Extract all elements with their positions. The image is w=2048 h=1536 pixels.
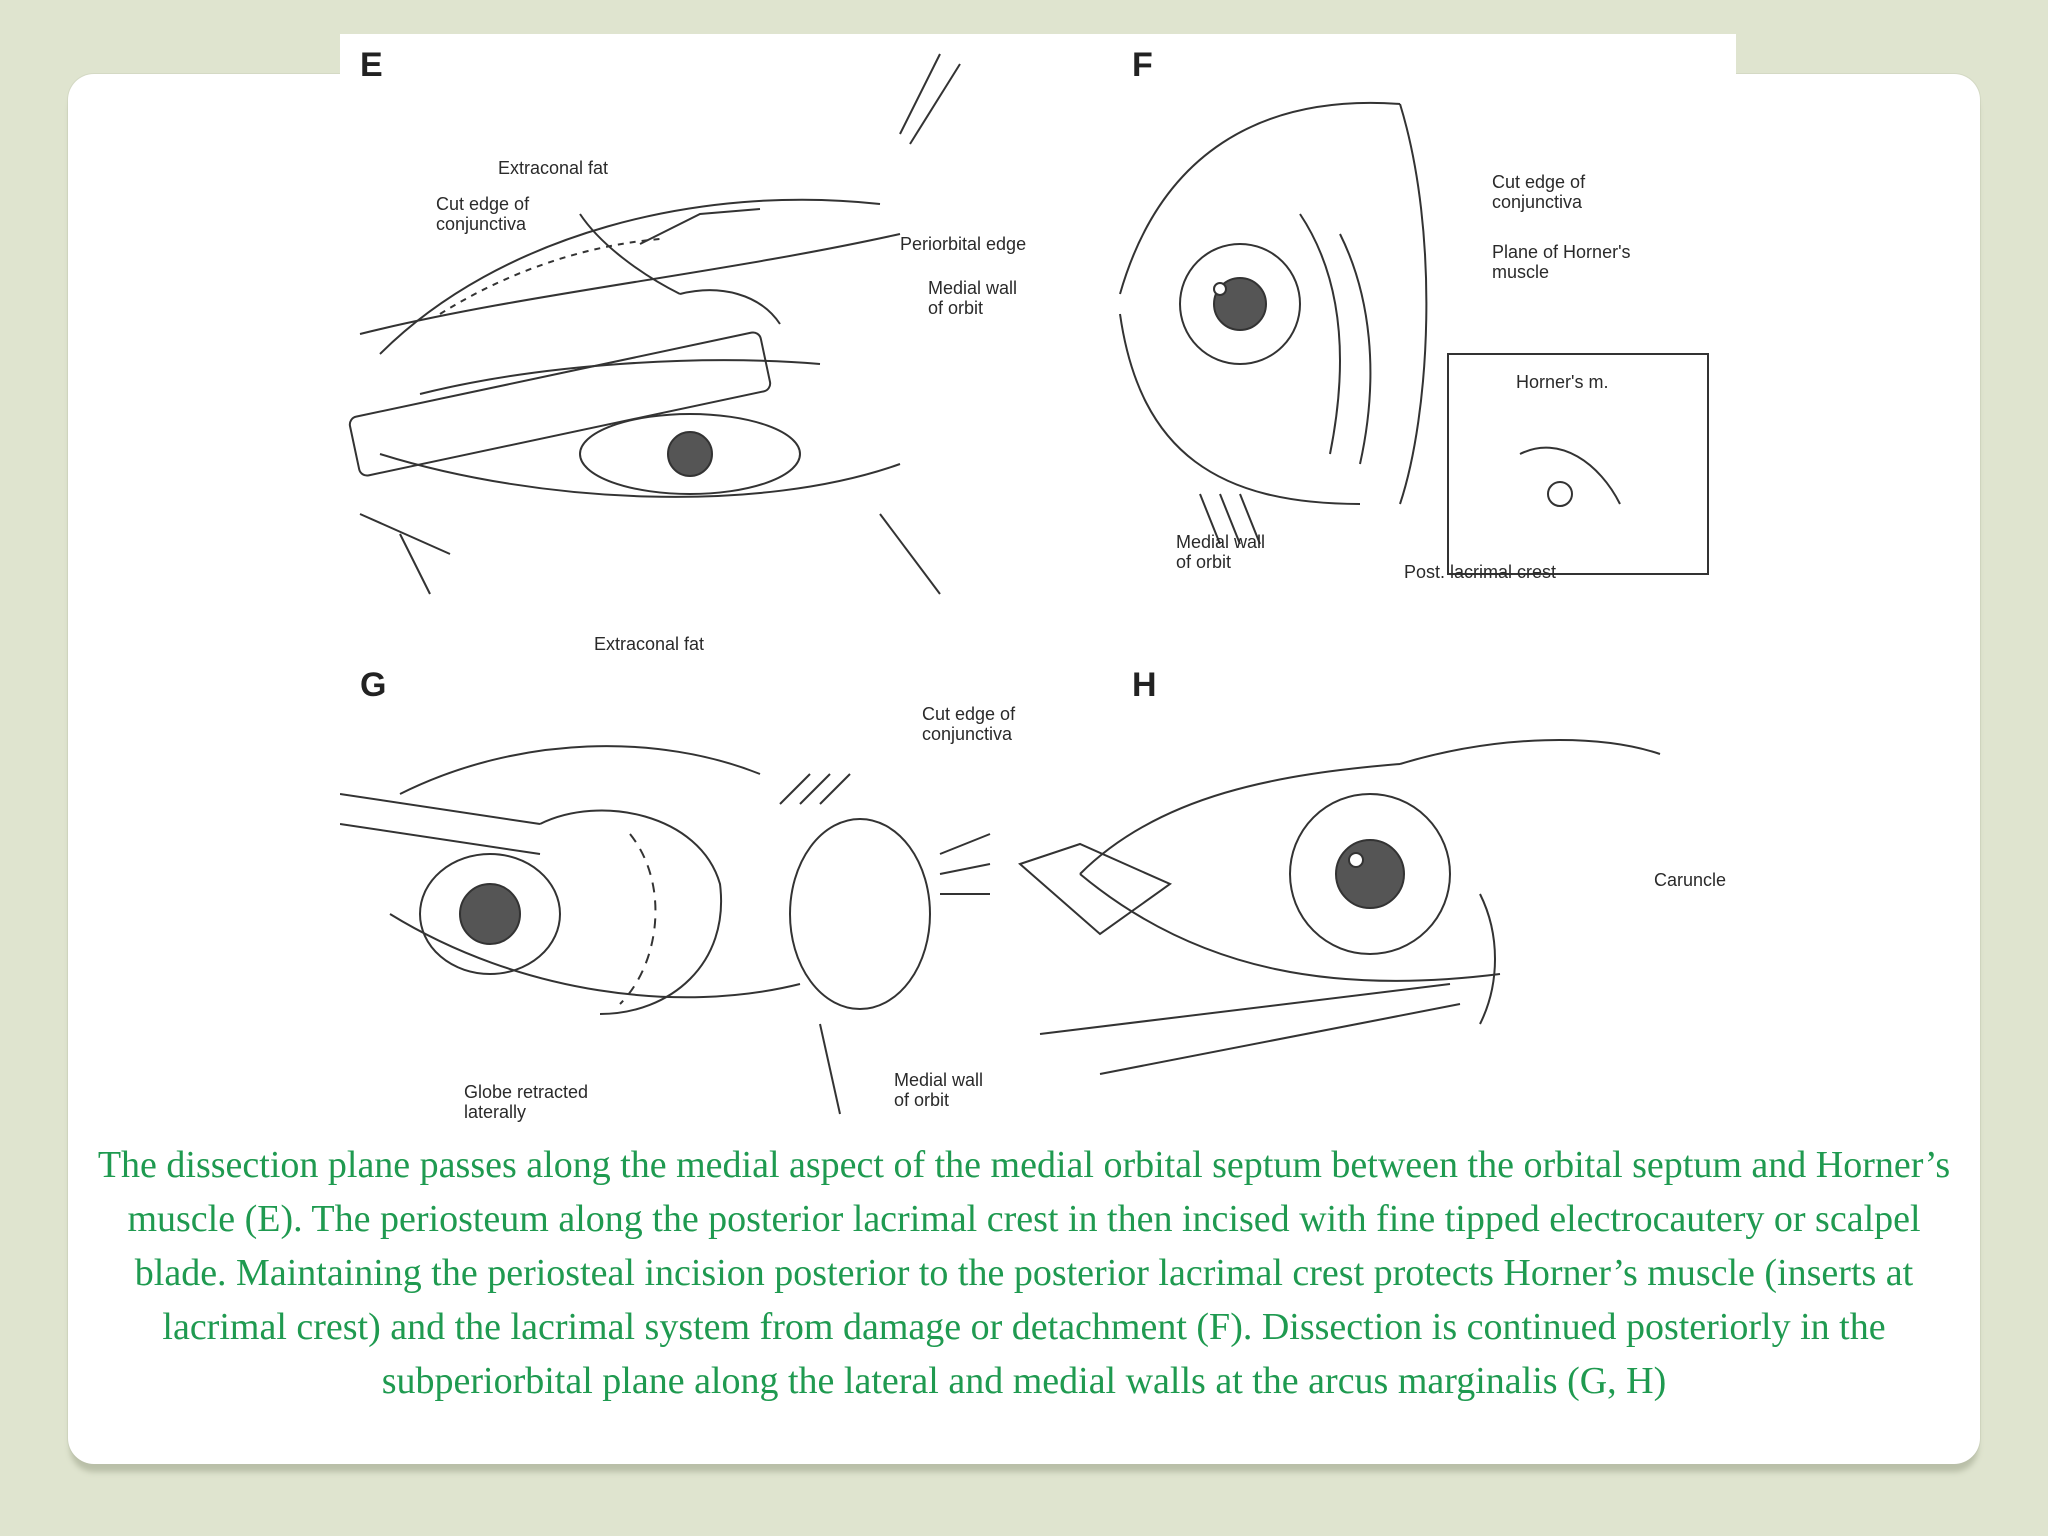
panel-letter-f: F (1132, 46, 1153, 84)
panel-letter-g: G (360, 666, 387, 704)
label-h-caruncle: Caruncle (1654, 870, 1727, 890)
panel-e-drawing (348, 53, 961, 595)
label-f-cut-edge-conjunctiva: Cut edge of conjunctiva (1492, 172, 1586, 212)
label-f-medial-wall: Medial wall of orbit (1176, 532, 1266, 572)
illustration-drawing (340, 53, 1709, 1115)
label-g-extraconal-fat: Extraconal fat (594, 634, 705, 654)
panel-letter-h: H (1132, 666, 1157, 704)
label-f-plane-horners: Plane of Horner's muscle (1492, 242, 1631, 282)
panel-letter-e: E (360, 46, 383, 84)
panel-h-drawing (1018, 739, 1661, 1075)
surgical-illustration: E F G H Extraconal fat Cut edge of conju… (340, 34, 1736, 1144)
label-f-post-lacrimal-crest: Post. lacrimal crest (1404, 562, 1557, 582)
label-g-globe-retracted: Globe retracted laterally (464, 1082, 589, 1122)
label-g-medial-wall: Medial wall of orbit (894, 1070, 984, 1110)
label-e-cut-edge-conjunctiva: Cut edge of conjunctiva (436, 194, 530, 234)
panel-g-drawing (340, 745, 991, 1115)
label-e-extraconal-fat: Extraconal fat (498, 158, 609, 178)
label-g-cut-edge-conjunctiva: Cut edge of conjunctiva (922, 704, 1016, 744)
label-e-periorbital-edge: Periorbital edge (900, 234, 1027, 254)
caption-text: The dissection plane passes along the me… (97, 1144, 1951, 1402)
panel-f-drawing (1119, 102, 1709, 575)
label-f-horners-m: Horner's m. (1516, 372, 1609, 392)
label-e-medial-wall: Medial wall of orbit (928, 278, 1018, 318)
